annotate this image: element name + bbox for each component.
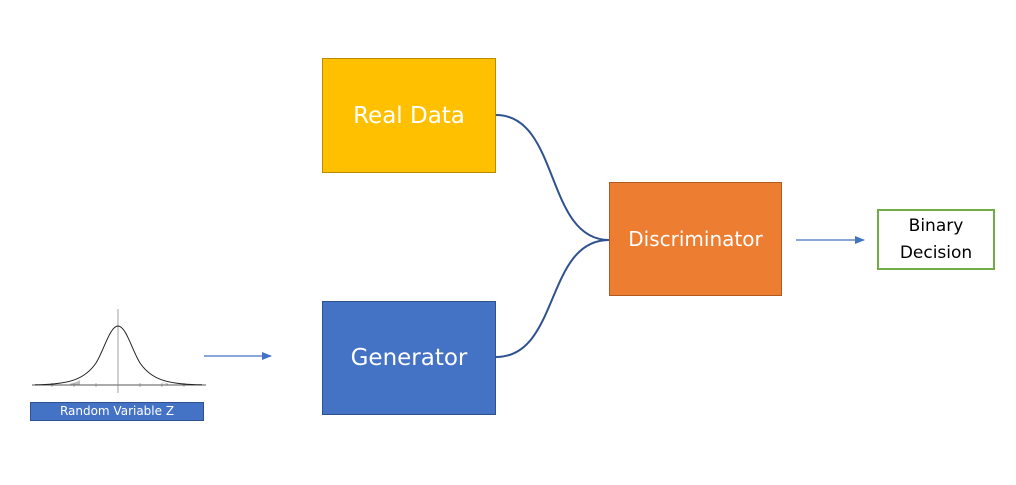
normal-distribution-icon: [32, 309, 206, 393]
discriminator-box[interactable]: Discriminator: [609, 182, 782, 296]
generator-box[interactable]: Generator: [322, 301, 496, 415]
random-variable-label: Random Variable Z: [30, 402, 204, 421]
connector-generator-to-discriminator: [495, 239, 610, 358]
connector-real-to-discriminator: [495, 114, 610, 241]
binary-decision-box[interactable]: Binary Decision: [877, 209, 995, 270]
real-data-label: Real Data: [353, 102, 465, 129]
random-variable-block: Random Variable Z: [30, 305, 208, 425]
generator-label: Generator: [350, 345, 468, 371]
discriminator-label: Discriminator: [628, 227, 763, 251]
binary-decision-label: Binary Decision: [899, 215, 973, 263]
real-data-box[interactable]: Real Data: [322, 58, 496, 173]
